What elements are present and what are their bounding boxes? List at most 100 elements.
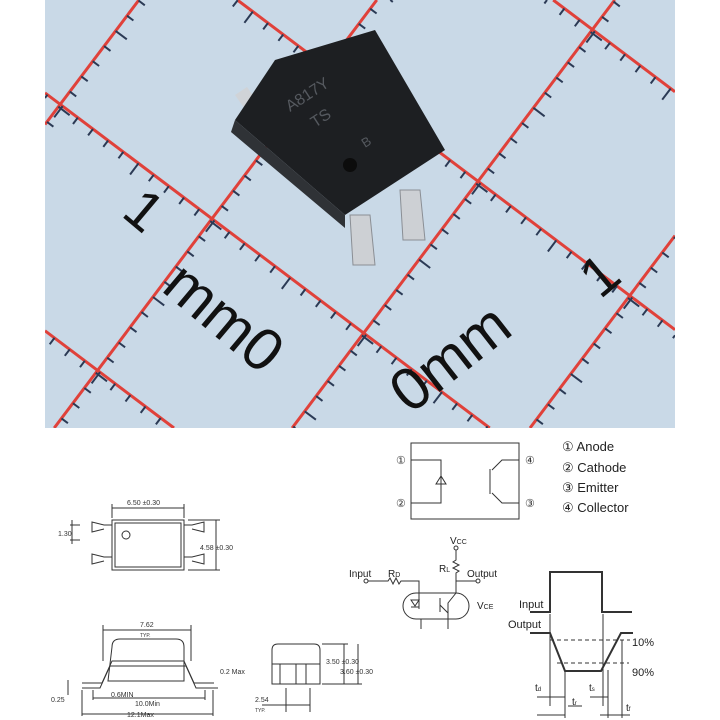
top-pitch-dim: 1.30 — [58, 531, 72, 538]
ruler-tick — [627, 297, 640, 308]
ruler-tick — [418, 258, 431, 269]
svg-text:VCC: VCC — [450, 536, 467, 547]
ruler-tick — [475, 182, 488, 193]
circuit-output-label: Output — [467, 569, 497, 580]
ruler-tick — [395, 289, 404, 296]
ruler-tick — [223, 231, 231, 239]
ruler-tick — [232, 0, 239, 8]
ruler-tick — [349, 349, 358, 357]
ruler-tick — [375, 345, 383, 354]
ruler-tick — [441, 228, 449, 235]
ruler-tick — [406, 368, 413, 377]
ruler-tick — [593, 342, 601, 350]
ruler-tick — [315, 395, 324, 402]
ruler-tick — [570, 373, 583, 384]
ruler-tick — [498, 152, 507, 159]
rd-label: R — [388, 569, 395, 580]
ruler-tick — [338, 364, 346, 372]
ruler-tick — [277, 33, 284, 42]
end-total-height: 3.60 ±0.30 — [340, 669, 373, 676]
ruler-tick — [558, 7, 566, 16]
ruler-tick — [46, 121, 54, 128]
ruler-tick — [198, 235, 206, 242]
ruler-tick — [520, 216, 527, 225]
ruler-tick — [565, 251, 573, 259]
ruler-tick — [137, 0, 146, 7]
svg-text:td: td — [535, 683, 541, 694]
ruler-tick — [604, 327, 613, 335]
tf-sub: f — [629, 707, 631, 713]
ruler-tick — [558, 388, 567, 395]
side-body-dim: 7.62 — [140, 622, 154, 629]
ruler-tick — [80, 75, 89, 82]
legend-emitter: ③ Emitter — [562, 480, 619, 495]
ruler-tick — [543, 0, 548, 5]
ruler-tick — [232, 189, 241, 197]
ruler-tick — [269, 265, 276, 274]
ruler-tick — [126, 14, 135, 22]
ruler-tick — [444, 159, 451, 168]
ruler-tick — [464, 198, 472, 205]
ruler-tick — [521, 122, 529, 129]
ruler-tick — [140, 311, 149, 318]
ruler-tick — [163, 185, 170, 194]
ruler-tick — [243, 10, 254, 24]
pinout-diagram: ① ② ③ ④ ① Anode ② Cathode ③ Emitter ④ Co… — [396, 439, 629, 520]
ruler-tick — [619, 53, 626, 62]
ruler-tick — [452, 213, 461, 220]
ruler-tick — [489, 193, 497, 202]
ruler-tick — [432, 391, 443, 404]
ruler-tick — [372, 319, 381, 326]
ruler-tick — [638, 282, 647, 289]
timing-output-label: Output — [508, 619, 541, 631]
ruler-tick — [79, 360, 86, 368]
side-lead-thickness: 0.25 — [51, 697, 65, 704]
tf-label: t — [626, 703, 629, 714]
side-body-note: TYP. — [140, 633, 150, 639]
ruler-tick — [578, 46, 587, 53]
ruler-tick — [535, 228, 542, 236]
ruler-tick — [60, 417, 69, 425]
rl-label: R — [439, 564, 446, 575]
ruler-tick — [304, 410, 317, 421]
ruler-tick — [103, 45, 112, 52]
ruler-tick — [72, 116, 79, 125]
ruler-tick — [243, 174, 252, 182]
ruler-tick — [186, 250, 195, 258]
svg-text:ts: ts — [589, 683, 595, 694]
pin-2-label: ② — [396, 498, 406, 510]
ruler-tick — [612, 0, 621, 8]
ruler-tick — [118, 341, 126, 349]
ruler-tick — [567, 61, 575, 68]
svg-text:tf: tf — [626, 703, 631, 714]
ruler-tick — [547, 239, 558, 253]
ruler-tick — [589, 31, 603, 42]
vce-sub: CE — [484, 604, 494, 611]
ruler-tick — [389, 0, 394, 3]
ruler-tick — [124, 394, 132, 403]
optocoupler-chip: A817Y TS B — [231, 30, 445, 266]
side-lead-min: 0.6MIN — [111, 692, 134, 699]
ruler-tick — [532, 107, 546, 118]
pin-4-label: ④ — [525, 455, 535, 467]
end-pitch-note: TYP. — [255, 708, 265, 714]
top-view-drawing: 6.50 ±0.30 1.30 4.58 ±0.30 — [58, 500, 233, 571]
end-view-drawing: 3.50 ±0.30 3.60 ±0.30 2.54 TYP. — [255, 643, 373, 714]
ruler-tick — [634, 65, 642, 73]
ruler-tick — [656, 319, 664, 328]
ruler-tick — [421, 380, 428, 388]
test-circuit: Input RD VCC RL Output VCE — [349, 536, 497, 629]
ruler-tick — [178, 197, 185, 205]
ruler-tick — [487, 167, 495, 175]
side-span-max: 12.1Max — [127, 712, 154, 719]
side-standoff: 0.2 Max — [220, 669, 245, 676]
ruler-tick — [163, 280, 172, 288]
ruler-tick — [292, 45, 300, 53]
ruler-tick — [106, 356, 115, 364]
ruler-tick — [485, 425, 489, 428]
pin-3-label: ③ — [525, 498, 535, 510]
ruler-tick — [356, 334, 367, 347]
side-view-drawing: 7.62 TYP. 0.25 0.6MIN 10.0Min 12.1Max 0.… — [51, 622, 245, 719]
ruler-tick — [466, 414, 474, 422]
ruler-tick — [239, 242, 246, 251]
